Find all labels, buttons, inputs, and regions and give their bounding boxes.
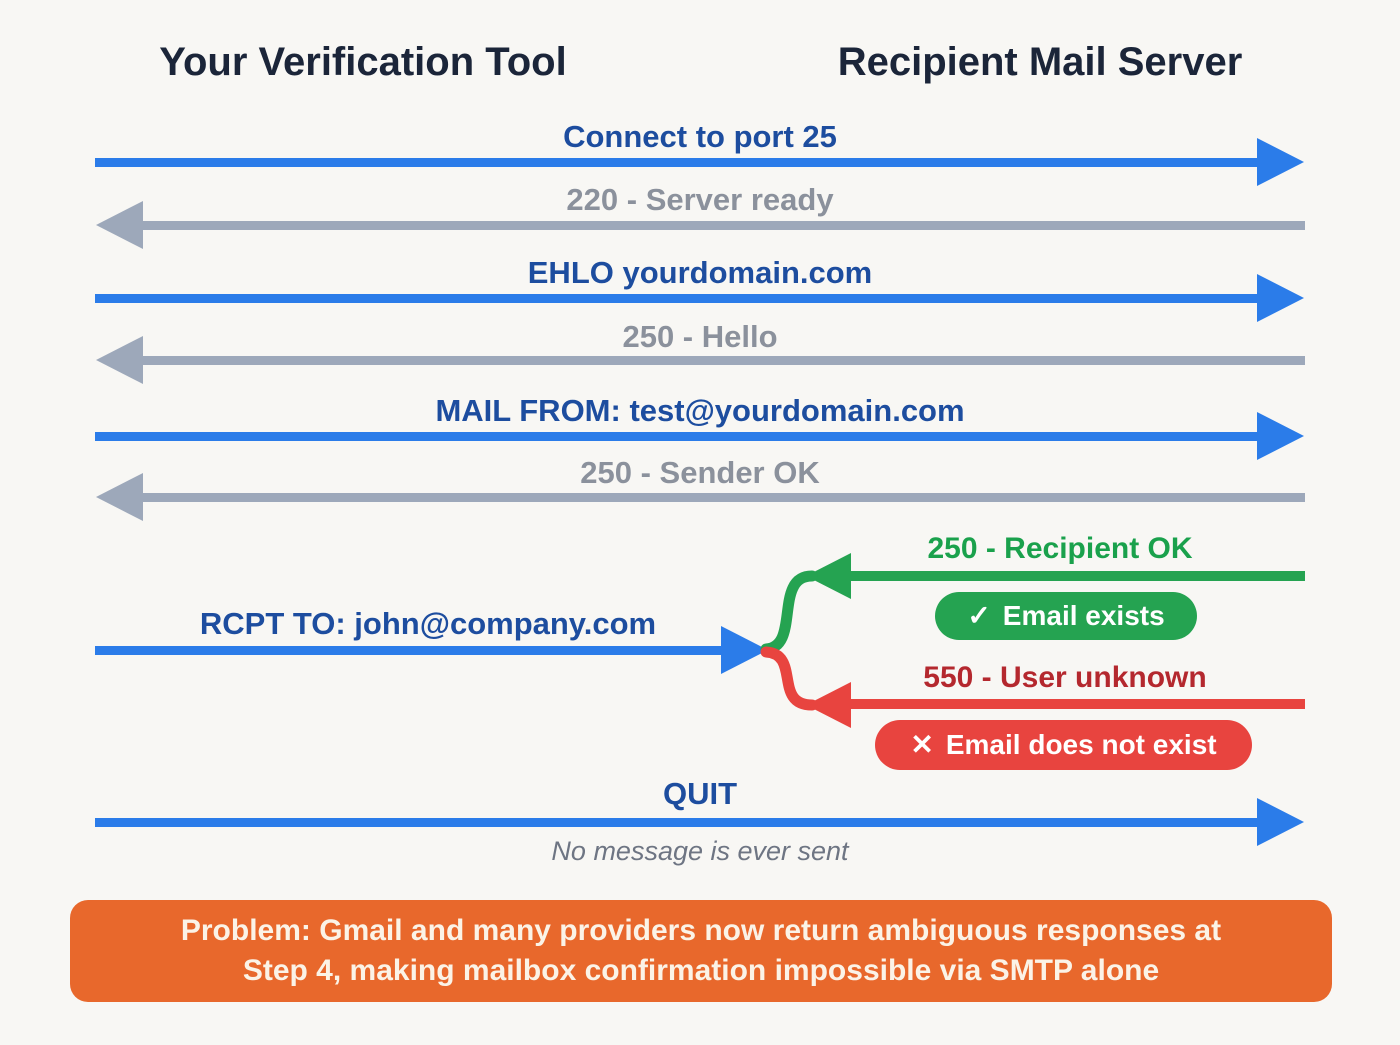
label-recipient-ok: 250 - Recipient OK <box>927 532 1193 565</box>
label-rcpt-to: RCPT TO: john@company.com <box>199 606 657 641</box>
label-ehlo: EHLO yourdomain.com <box>527 255 873 290</box>
arrow-ehlo-head-icon <box>1257 274 1304 322</box>
email-exists-badge-label: Email exists <box>1002 600 1165 631</box>
email-not-exist-badge: ✕ Email does not exist <box>875 720 1252 770</box>
label-server-ready: 220 - Server ready <box>566 182 834 217</box>
arrow-server-ready-head-icon <box>96 201 143 249</box>
arrow-sender-ok-head-icon <box>96 473 143 521</box>
arrow-rcpt-line <box>95 646 722 655</box>
email-exists-badge: ✓ Email exists <box>935 592 1197 640</box>
arrow-recipient-ok-head-icon <box>806 553 851 599</box>
arrow-rcpt-head-icon <box>721 626 768 674</box>
arrow-user-unknown-line <box>850 699 1305 709</box>
problem-banner-line2: Step 4, making mailbox confirmation impo… <box>242 954 1160 987</box>
arrow-hello-line <box>141 356 1305 365</box>
label-hello: 250 - Hello <box>622 319 778 354</box>
arrow-mail-from-line <box>95 432 1258 441</box>
cross-icon: ✕ <box>910 729 934 760</box>
arrow-quit-head-icon <box>1257 798 1304 846</box>
problem-banner: Problem: Gmail and many providers now re… <box>70 900 1332 1002</box>
label-user-unknown: 550 - User unknown <box>923 661 1207 694</box>
actor-left-title: Your Verification Tool <box>159 40 567 84</box>
email-not-exist-badge-label: Email does not exist <box>945 729 1217 760</box>
actor-right-title: Recipient Mail Server <box>837 40 1243 84</box>
label-sender-ok: 250 - Sender OK <box>580 455 820 490</box>
arrow-ehlo-line <box>95 294 1258 303</box>
label-connect: Connect to port 25 <box>563 119 837 154</box>
arrow-quit-line <box>95 818 1258 827</box>
arrow-user-unknown-head-icon <box>806 682 851 728</box>
arrow-server-ready-line <box>141 221 1305 230</box>
arrow-recipient-ok-line <box>850 571 1305 581</box>
check-icon: ✓ <box>967 600 991 631</box>
arrow-connect-head-icon <box>1257 138 1304 186</box>
arrow-mail-from-head-icon <box>1257 412 1304 460</box>
problem-banner-line1: Problem: Gmail and many providers now re… <box>180 914 1222 947</box>
arrow-sender-ok-line <box>141 493 1305 502</box>
label-quit: QUIT <box>662 776 738 811</box>
arrow-hello-head-icon <box>96 336 143 384</box>
no-message-note: No message is ever sent <box>551 836 849 866</box>
arrow-connect-line <box>95 158 1258 167</box>
label-mail-from: MAIL FROM: test@yourdomain.com <box>435 393 965 428</box>
